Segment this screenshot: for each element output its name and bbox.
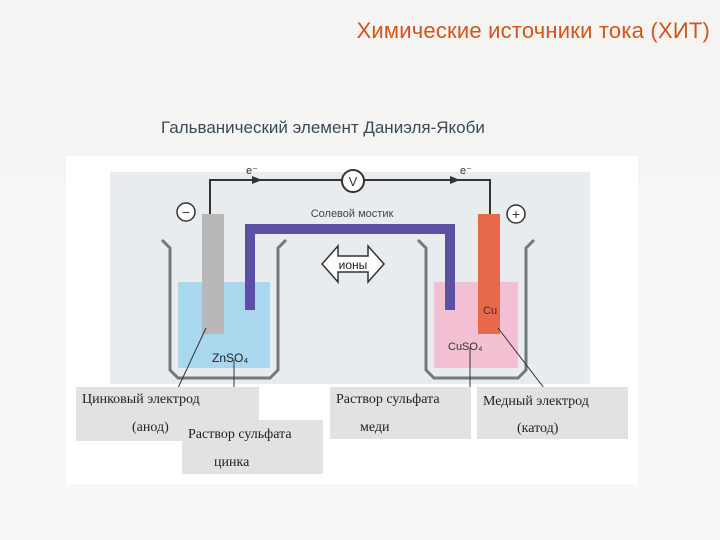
salt-bridge-label: Солевой мостик [311,208,394,220]
salt-bridge [245,224,455,310]
right-wire [364,179,491,214]
zinc-sulfate-label: Раствор сульфата [188,427,292,442]
minus-sign-icon [176,202,196,222]
minus-label: − [182,204,190,220]
zinc-sulfate-formula: ZnSO₄ [212,351,248,365]
copper-label: Cu [483,305,497,317]
plus-sign-icon [506,204,526,224]
plus-label: + [512,206,520,222]
zinc-electrode-label: Цинковый электрод [82,392,200,407]
galvanic-cell-diagram: e⁻ e⁻ V − + Солевой мостик ионы ZnSO₄ Cu… [66,156,638,484]
voltmeter [341,169,365,193]
copper-sulfate-label-box: Раствор сульфата меди [330,387,471,439]
electron-label-left: e⁻ [246,165,258,177]
cathode-label: (катод) [517,421,559,436]
voltmeter-symbol: V [349,174,358,189]
electron-label-right: e⁻ [460,165,472,177]
left-electron-arrow [252,176,262,184]
copper-electrode-pointer [497,327,545,389]
left-beaker [160,238,288,380]
cell-illustration: e⁻ e⁻ V − + Солевой мостик ионы ZnSO₄ Cu… [110,165,590,426]
ions-double-arrow-icon [320,244,386,284]
copper-sulfate-label: Раствор сульфата [336,392,440,407]
copper-electrode [478,214,500,334]
copper-electrode-label-box: Медный электрод (катод) [477,387,628,439]
copper-word-label: меди [360,420,390,435]
anode-label: (анод) [132,420,169,435]
zinc-label: цинка [214,455,250,470]
slide-title: Химические источники тока (ХИТ) [356,18,710,43]
diagram-subtitle: Гальванический элемент Даниэля-Якоби [161,118,485,137]
copper-electrode-label: Медный электрод [483,394,589,409]
zinc-electrode-pointer [177,327,207,389]
left-wire [209,179,342,214]
right-electron-arrow [450,176,460,184]
beakers [160,238,536,380]
zinc-electrode [202,214,224,334]
zinc-sulfate-label-box: Раствор сульфата цинка [182,420,323,474]
ions-label: ионы [339,258,368,272]
right-beaker [416,238,536,380]
copper-sulfate-formula: CuSO₄ [448,341,483,353]
